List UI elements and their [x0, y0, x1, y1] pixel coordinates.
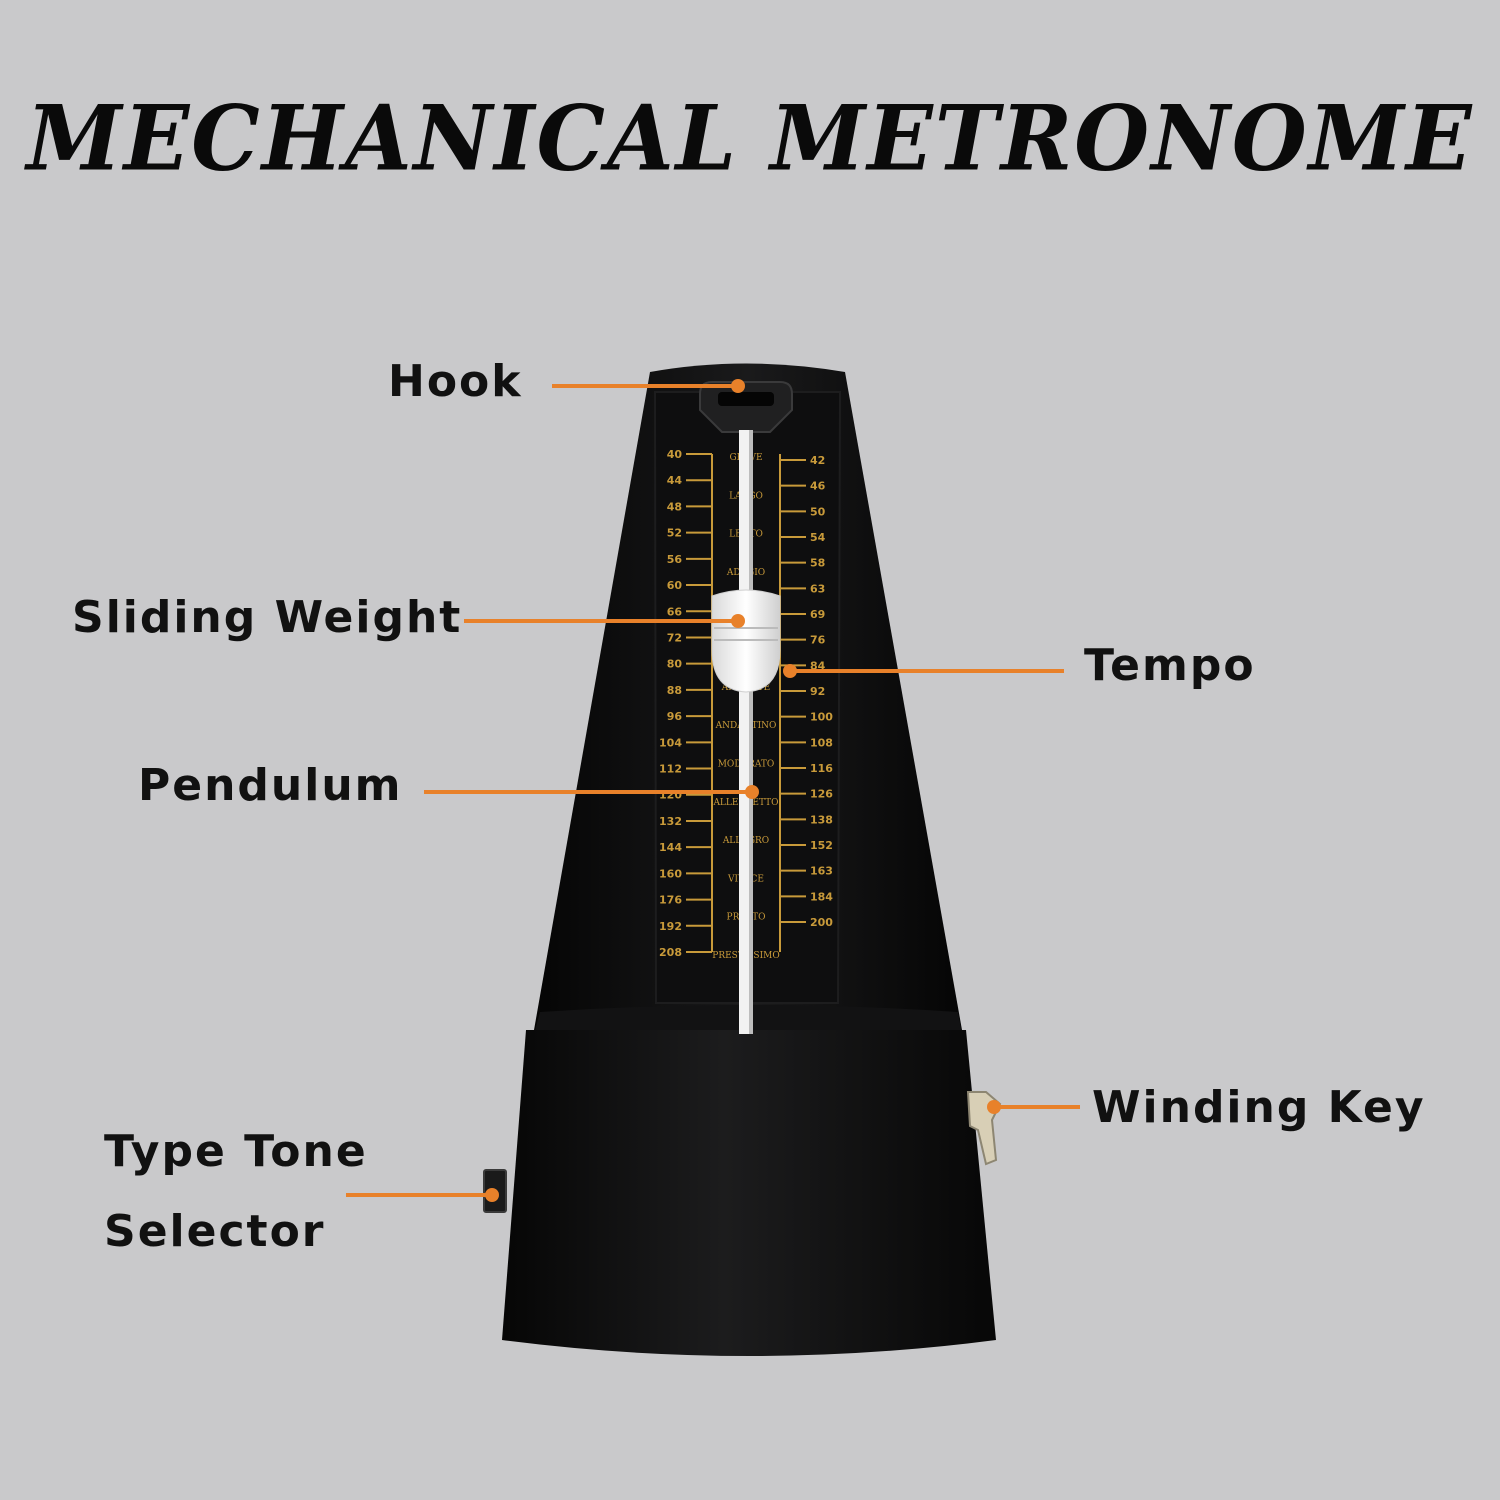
scale-right-number: 163 — [810, 865, 833, 878]
scale-right-number: 100 — [810, 711, 833, 724]
sliding-weight-label: Sliding Weight — [72, 592, 463, 643]
scale-right-number: 54 — [810, 531, 826, 544]
pendulum-leader-dot — [745, 785, 759, 799]
scale-left-number: 52 — [667, 527, 682, 540]
scale-right-number: 116 — [810, 762, 833, 775]
scale-right-number: 42 — [810, 454, 825, 467]
scale-right-number: 63 — [810, 582, 825, 595]
scale-left-number: 48 — [667, 500, 682, 513]
scale-right-number: 126 — [810, 788, 833, 801]
sliding-weight — [711, 589, 781, 693]
scale-left-number: 88 — [667, 684, 682, 697]
type-tone-selector-label-line2: Selector — [104, 1206, 326, 1257]
sliding-weight-leader-dot — [731, 614, 745, 628]
metronome-base — [502, 1030, 996, 1356]
callout-leaders — [346, 379, 1080, 1202]
hook-leader-dot — [731, 379, 745, 393]
hook — [699, 381, 793, 433]
scale-left-number: 56 — [667, 553, 683, 566]
scale-left-number: 192 — [659, 920, 682, 933]
scale-right-number: 46 — [810, 480, 826, 493]
scale-right-number: 50 — [810, 505, 826, 518]
type-tone-selector-leader-dot — [485, 1188, 499, 1202]
scale-right-number: 152 — [810, 839, 833, 852]
scale-left-number: 60 — [667, 579, 683, 592]
scale-right-number: 184 — [810, 890, 833, 903]
scale-left-number: 44 — [667, 474, 683, 487]
winding-key-leader-dot — [987, 1100, 1001, 1114]
tempo-label: Tempo — [1084, 640, 1256, 691]
scale-left-number: 40 — [667, 448, 683, 461]
scale-left-number: 160 — [659, 867, 682, 880]
page-title: MECHANICAL METRONOME — [26, 85, 1474, 192]
type-tone-selector-label-line1: Type Tone — [104, 1126, 368, 1177]
scale-right-number: 108 — [810, 736, 833, 749]
scale-left-number: 80 — [667, 658, 683, 671]
winding-key-label: Winding Key — [1092, 1082, 1426, 1133]
scale-left-number: 112 — [659, 763, 682, 776]
scale-right-number: 138 — [810, 813, 833, 826]
scale-left-number: 176 — [659, 894, 682, 907]
scale-left-number: 72 — [667, 631, 682, 644]
tempo-leader-dot — [783, 664, 797, 678]
scale-right-number: 92 — [810, 685, 825, 698]
scale-right-number: 58 — [810, 557, 825, 570]
scale-left-number: 96 — [667, 710, 683, 723]
pendulum-label: Pendulum — [138, 760, 403, 811]
scale-left-number: 104 — [659, 736, 682, 749]
scale-right-number: 69 — [810, 608, 825, 621]
scale-right-number: 76 — [810, 634, 826, 647]
scale-left-number: 66 — [667, 605, 683, 618]
scale-right-number: 200 — [810, 916, 833, 929]
scale-left-number: 144 — [659, 841, 682, 854]
pendulum-rod-shade — [749, 430, 753, 1034]
hook-label: Hook — [388, 356, 523, 407]
scale-left-number: 132 — [659, 815, 682, 828]
hook-slot — [718, 392, 774, 406]
scale-left-number: 208 — [659, 946, 682, 959]
